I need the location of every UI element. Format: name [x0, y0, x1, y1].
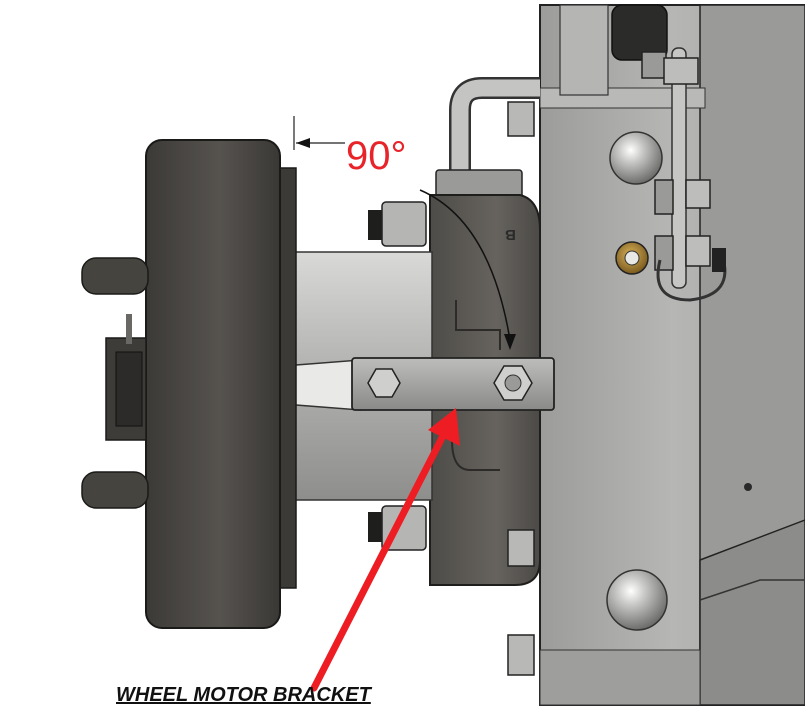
wheel-hub: [81, 139, 297, 629]
wheel-motor-bracket: [351, 357, 555, 411]
hydraulic-fitting: [435, 77, 540, 199]
angle-dimension: [293, 116, 516, 350]
callout-arrow: [310, 408, 460, 692]
linkage-strap: [641, 47, 727, 302]
ball-knobs: [606, 131, 668, 631]
angle-label: 90°: [346, 134, 407, 178]
upper-component: [559, 4, 668, 96]
figure-caption: WHEEL MOTOR BRACKET: [116, 684, 371, 706]
part-mark-label: B: [505, 226, 516, 243]
brass-nut: [615, 241, 649, 275]
